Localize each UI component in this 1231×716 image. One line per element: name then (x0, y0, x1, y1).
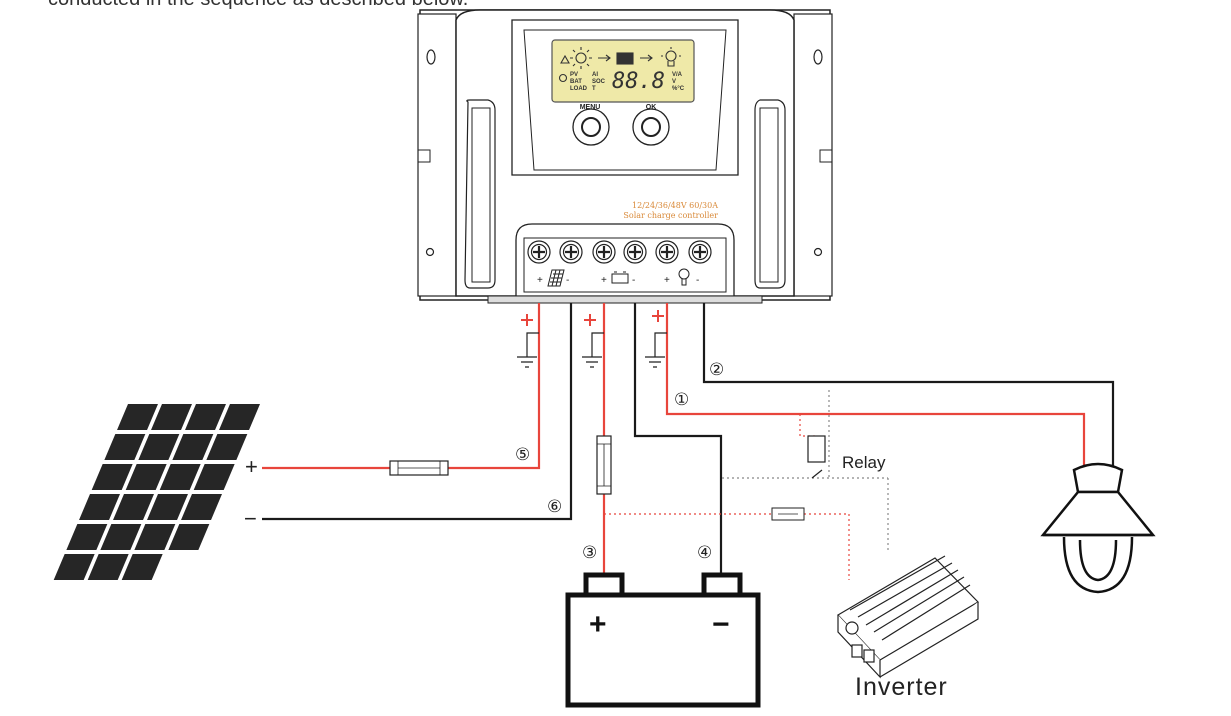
panel-minus-label: − (244, 506, 257, 531)
solar-cell (159, 464, 201, 490)
solar-cell (117, 404, 158, 430)
lcd-icons (558, 47, 681, 83)
solar-cell (87, 554, 129, 580)
terminal-screw (592, 240, 616, 264)
solar-panel (53, 404, 260, 580)
lcd-mid-label-1: SOC (592, 79, 606, 85)
wire-number-2: ② (709, 360, 724, 379)
ground-symbol (582, 332, 604, 368)
terminal-labels: + - + - + - (537, 275, 699, 286)
ground-symbol (645, 332, 667, 368)
wires (262, 303, 1115, 575)
pv-negative-wire (262, 303, 573, 521)
ground-symbols (517, 332, 667, 368)
dotted-connections (604, 390, 889, 580)
pv-minus-label: - (566, 275, 569, 286)
lcd-left-label-2: LOAD (570, 86, 588, 92)
wire-number-1: ① (674, 390, 689, 409)
controller-spec: 12/24/36/48V 60/30A (632, 201, 718, 210)
relay (807, 435, 826, 479)
battery-terminal-icon (611, 271, 629, 284)
solar-cell (181, 494, 222, 520)
battery-plus-label: + (589, 608, 607, 641)
bat-minus-label: - (632, 275, 635, 286)
solar-cell (91, 464, 133, 490)
solar-panel-terminal-icon (547, 269, 565, 287)
menu-button[interactable] (572, 108, 610, 146)
wire-number-5: ⑤ (515, 445, 530, 464)
inverter (837, 555, 979, 679)
lcd-mid-label-2: T (592, 86, 596, 92)
lcd-digits: 88.8 (612, 69, 665, 94)
solar-cell (219, 404, 260, 430)
solar-cell (172, 434, 214, 460)
lcd-right-label-0: V/A (672, 72, 683, 78)
pv-plus-label: + (537, 275, 543, 286)
load-negative-wire (702, 303, 1115, 468)
solar-cell (147, 494, 188, 520)
ok-button-label: OK (646, 104, 657, 111)
solar-cell (100, 524, 142, 550)
bat-plus-label: + (601, 275, 607, 286)
red-plus-signs (521, 310, 664, 326)
panel-plus-label: + (245, 454, 258, 479)
solar-cell (151, 404, 192, 430)
controller-product: Solar charge controller (623, 211, 718, 220)
solar-cell (134, 524, 176, 550)
ground-symbol (517, 332, 539, 368)
load-plus-label: + (664, 275, 670, 286)
lcd-right-label-1: V (672, 79, 676, 85)
terminal-screw (655, 240, 679, 264)
wire-numbers: ① ② ③ ④ ⑤ ⑥ (515, 360, 724, 562)
terminal-screw (527, 240, 551, 264)
pv-positive-wire (448, 303, 541, 470)
battery-negative-wire (633, 303, 723, 575)
load-minus-label: - (696, 275, 699, 286)
solar-cell (66, 524, 108, 550)
lcd-screen (551, 39, 695, 103)
solar-cell (121, 554, 163, 580)
lcd-mid-label-0: AI (592, 72, 598, 78)
terminal-screws (527, 240, 712, 264)
solar-cell (138, 434, 180, 460)
battery-minus-label: − (712, 608, 730, 641)
relay-label: Relay (842, 453, 886, 472)
lcd-left-label-0: PV (570, 72, 578, 78)
battery-fuse (596, 435, 612, 495)
charge-controller: 88.8 PV BAT LOAD AI SOC T V/A V %°C MENU… (417, 9, 833, 304)
menu-button-label: MENU (580, 104, 601, 111)
battery (565, 572, 761, 708)
solar-cell (168, 524, 210, 550)
solar-cell (125, 464, 167, 490)
lcd-left-label-1: BAT (570, 79, 582, 85)
terminal-screw (623, 240, 647, 264)
intro-text: conducted in the sequence as described b… (48, 0, 468, 11)
solar-cell (104, 434, 146, 460)
wire-number-4: ④ (697, 543, 712, 562)
inverter-label: Inverter (855, 673, 948, 701)
solar-cell (79, 494, 120, 520)
wire-number-3: ③ (582, 543, 597, 562)
terminal-screw (559, 240, 583, 264)
solar-cell (206, 434, 248, 460)
load-positive-wire (665, 303, 1086, 468)
pv-fuse (389, 460, 449, 476)
solar-cell (53, 554, 95, 580)
wire-number-6: ⑥ (547, 497, 562, 516)
solar-cell (193, 464, 235, 490)
solar-cell (113, 494, 154, 520)
lamp (1040, 462, 1156, 594)
solar-cell (185, 404, 226, 430)
inverter-fuse (771, 507, 805, 521)
bulb-terminal-icon (678, 268, 690, 286)
terminal-screw (688, 240, 712, 264)
ok-button[interactable] (632, 108, 670, 146)
lcd-right-label-2: %°C (672, 86, 685, 92)
